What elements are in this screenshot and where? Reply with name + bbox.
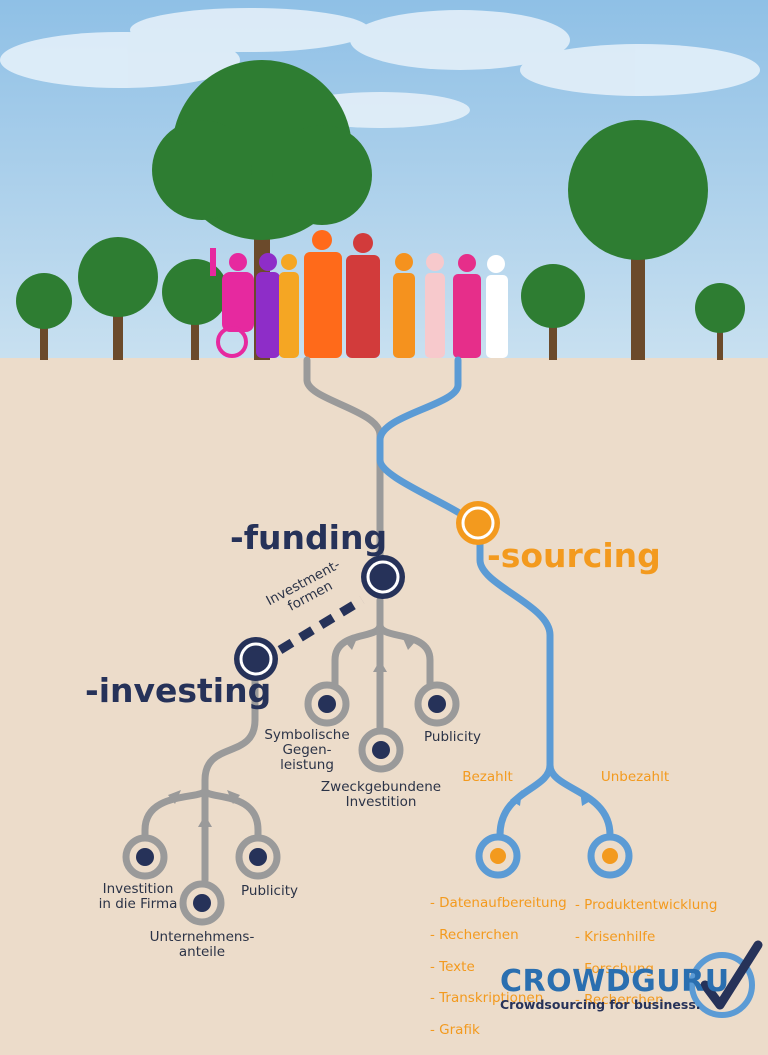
leaf-nodes-sourcing [475,833,633,879]
label-investing: -investing [85,671,272,710]
crowd-silhouettes [210,230,508,358]
crowd-tree-diagram [0,0,768,1018]
arrowheads-gray [168,636,415,827]
crowdguru-check-icon [689,940,763,1018]
node-investing [234,637,278,681]
list-item: - Recherchen [430,926,519,943]
list-item: - Recherchen [575,992,664,1009]
list-item: - Grafik [430,1022,480,1039]
node-sourcing [456,501,500,545]
label-publicity-investing: Publicity [241,883,298,899]
list-item: - Produktentwicklung [575,896,718,913]
label-symbolische-gegenleistung: Symbolische Gegen- leistung [264,727,350,774]
list-item: - Texte [430,958,475,975]
node-funding [361,555,405,599]
list-item: - Forschung [575,960,654,977]
crowdguru-logo: CROWDGURU Crowdsourcing for business. [500,964,730,1012]
sourcing-paths [376,356,614,839]
list-item: - Krisenhilfe [575,928,656,945]
investmentformen-line [277,596,365,654]
label-sourcing: -sourcing [487,536,661,575]
unbezahlt-list: - Produktentwicklung - Krisenhilfe - For… [575,882,717,1025]
arrowheads-blue [510,790,592,806]
leaf-nodes-funding [304,681,460,773]
label-publicity-funding: Publicity [424,729,481,745]
label-bezahlt: Bezahlt [462,769,513,785]
leaf-nodes-investing [122,834,281,926]
brand-name: CROWDGURU [500,964,730,999]
list-item: - Transkriptionen [430,990,544,1007]
label-zweckgebundene-investition: Zweckgebundene Investition [320,779,442,811]
brand-tagline: Crowdsourcing for business. [500,997,701,1012]
label-funding: -funding [230,518,388,557]
list-item: - Datenaufbereitung [430,894,567,911]
label-investition-firma: Investition in die Firma [98,881,178,913]
bezahlt-list: - Datenaufbereitung - Recherchen - Texte… [430,880,567,1055]
label-unbezahlt: Unbezahlt [600,769,670,785]
label-unternehmensanteile: Unternehmens- anteile [149,929,255,961]
